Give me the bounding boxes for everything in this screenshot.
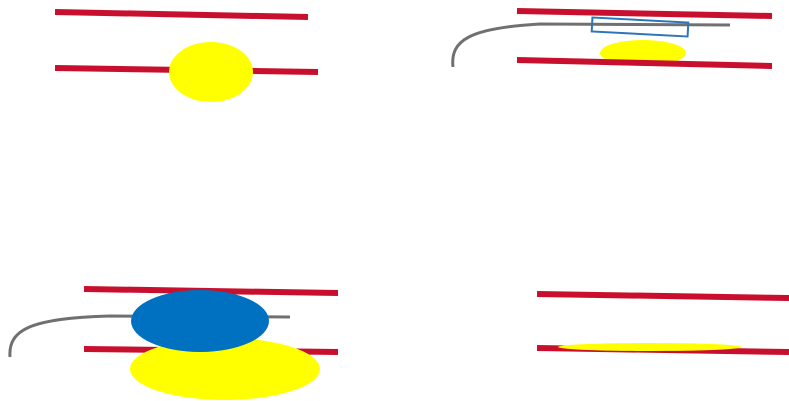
vessel-wall-upper bbox=[54, 9, 309, 20]
vessel-wall-upper bbox=[516, 8, 773, 19]
inflated-balloon bbox=[131, 290, 269, 352]
panel-bottom-left bbox=[8, 286, 339, 400]
catheter-wire bbox=[8, 314, 291, 358]
plaque bbox=[169, 42, 253, 102]
vessel-wall-upper bbox=[536, 291, 789, 301]
flattened-plaque bbox=[558, 343, 742, 351]
compressed-plaque bbox=[130, 338, 320, 400]
panel-top-left bbox=[54, 9, 319, 102]
catheter-wire bbox=[451, 22, 731, 68]
deflated-balloon bbox=[590, 16, 690, 38]
vessel-wall-lower bbox=[516, 57, 773, 69]
panel-top-right bbox=[451, 8, 773, 69]
panel-bottom-right bbox=[536, 291, 789, 355]
